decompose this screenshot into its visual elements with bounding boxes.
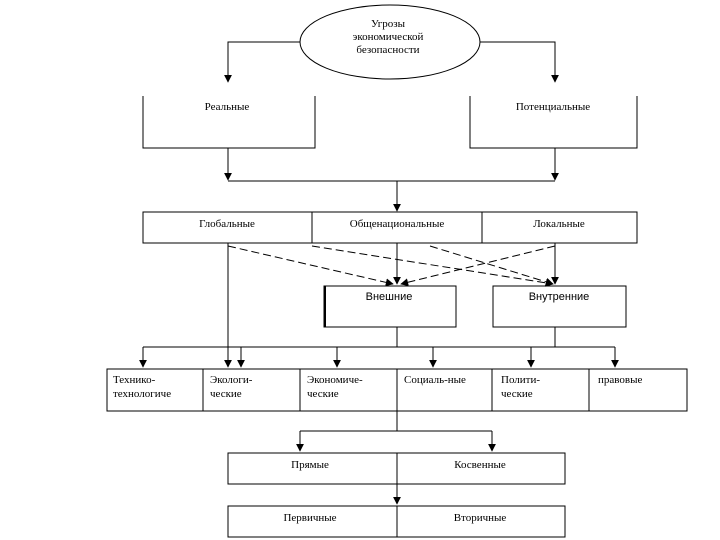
label-real: Реальные [205, 101, 250, 113]
label-potential: Потенциальные [516, 101, 590, 113]
root-title-line1: Угрозы [371, 18, 406, 30]
label-secondary: Вторичные [454, 512, 507, 524]
label-external: Внешние [366, 291, 413, 303]
label-direct: Прямые [291, 459, 329, 471]
label-pol-2: ческие [501, 388, 533, 400]
label-global: Глобальные [199, 218, 255, 230]
box-internal [492, 285, 627, 328]
label-pol-1: Полити- [501, 374, 540, 386]
root-title-line2: экономической [353, 31, 424, 43]
box-potential [469, 96, 638, 149]
label-internal: Внутренние [529, 291, 590, 303]
label-tech-2: технологиче [113, 388, 171, 400]
row-level2 [142, 211, 638, 244]
label-tech-1: Технико- [113, 374, 156, 386]
label-eco-1: Экологи- [210, 374, 253, 386]
label-social: Социаль-ные [404, 374, 466, 386]
label-primary: Первичные [283, 512, 336, 524]
label-indirect: Косвенные [454, 459, 506, 471]
label-national: Общенациональные [350, 218, 445, 230]
label-eco-2: ческие [210, 388, 242, 400]
connector-root-real [224, 41, 300, 83]
box-real [142, 96, 316, 149]
label-local: Локальные [533, 218, 585, 230]
label-econ-2: ческие [307, 388, 339, 400]
connector-root-potential [480, 41, 559, 83]
label-econ-1: Экономиче- [307, 374, 363, 386]
root-title-line3: безопасности [356, 44, 419, 56]
label-legal: правовые [598, 374, 642, 386]
